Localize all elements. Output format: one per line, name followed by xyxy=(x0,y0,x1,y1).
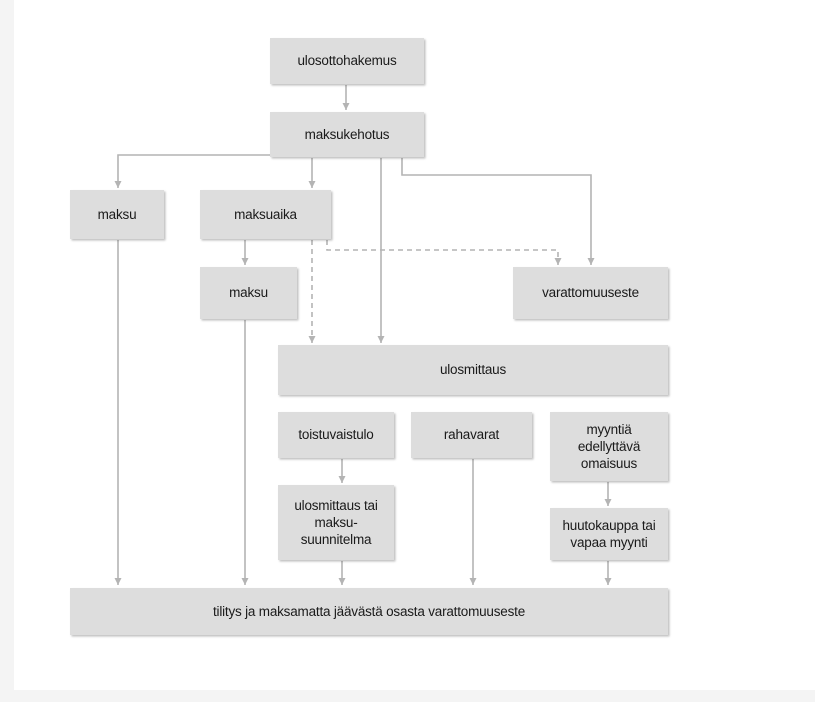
node-ulosottohakemus: ulosottohakemus xyxy=(270,38,424,84)
node-rahavarat: rahavarat xyxy=(411,412,532,458)
node-maksu-2: maksu xyxy=(200,267,297,319)
node-maksukehotus: maksukehotus xyxy=(270,112,424,157)
node-maksu-1: maksu xyxy=(70,190,164,239)
node-ulosmittaus: ulosmittaus xyxy=(278,345,668,395)
node-ulosmittaus-tai-maksusuunnitelma: ulosmittaus tai maksu-suunnitelma xyxy=(278,485,394,560)
node-varattomuuseste: varattomuuseste xyxy=(513,267,668,319)
edge-maksukehotus-maksu1 xyxy=(114,154,270,188)
node-huutokauppa-tai-vapaa-myynti: huutokauppa tai vapaa myynti xyxy=(550,508,668,560)
node-maksuaika: maksuaika xyxy=(200,190,331,239)
edge-maksuaika-varattomuuseste-dashed xyxy=(326,240,562,265)
node-toistuvaistulo: toistuvaistulo xyxy=(278,412,394,458)
edge-maksukehotus-varattomuuseste xyxy=(401,158,595,265)
node-myyntia-edellyttava-omaisuus: myyntiä edellyttävä omaisuus xyxy=(550,412,668,481)
node-tilitys: tilitys ja maksamatta jäävästä osasta va… xyxy=(70,588,668,635)
